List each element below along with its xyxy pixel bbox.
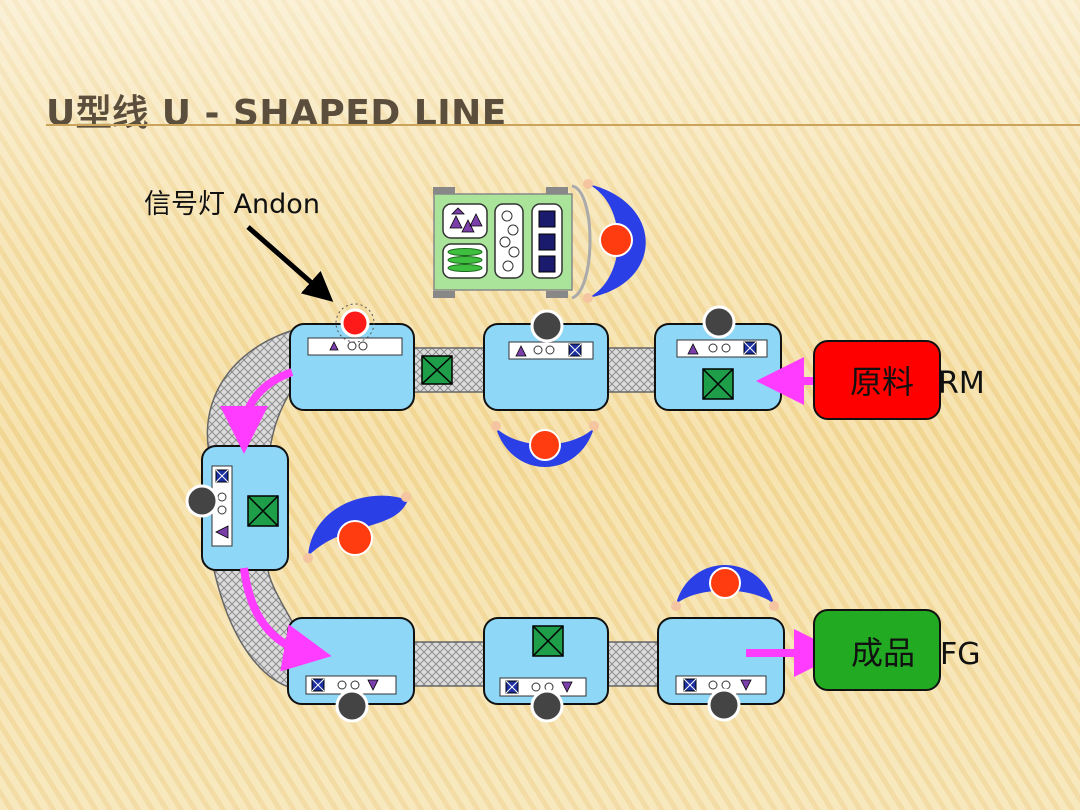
station-bottom-middle [483, 617, 609, 705]
andon-light-icon [335, 303, 375, 343]
flow-arrow-corner-bottom [240, 567, 332, 672]
finished-goods-label: 成品 [851, 634, 915, 672]
conveyor-bottom-1 [409, 641, 491, 687]
operator-cart [583, 179, 646, 303]
station-bottom-right [657, 617, 785, 705]
flow-arrow-corner-top [220, 368, 294, 454]
title-rule [46, 124, 1080, 126]
page-title: U型线 U - SHAPED LINE [46, 93, 507, 134]
andon-pointer-arrow [246, 225, 334, 302]
station-top-middle [483, 323, 609, 411]
operator-left [303, 492, 411, 563]
operator-bottom-right [671, 565, 779, 611]
parts-cart [433, 184, 592, 300]
station-top-right [654, 323, 782, 411]
andon-label: 信号灯 Andon [144, 189, 320, 220]
finished-goods-box [813, 609, 941, 691]
finished-goods-code: FG [940, 637, 981, 672]
machine-indicators [185, 305, 741, 723]
operator-top-middle [491, 421, 599, 467]
wip-box [421, 355, 453, 385]
raw-material-code: RM [938, 366, 985, 401]
raw-material-label: 原料 [850, 363, 914, 401]
raw-material-box [813, 340, 941, 420]
